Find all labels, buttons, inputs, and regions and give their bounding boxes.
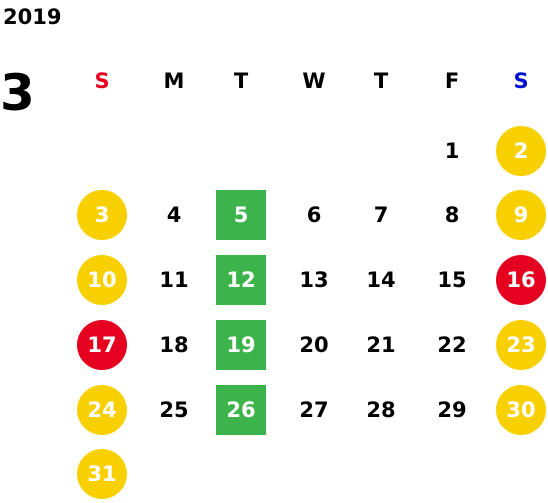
day-cell-1[interactable]: 1 [444, 139, 460, 163]
day-cell-28[interactable]: 28 [366, 398, 396, 422]
day-cell-11[interactable]: 11 [159, 268, 189, 292]
day-cell-30[interactable]: 30 [496, 385, 546, 435]
day-cell-17[interactable]: 17 [77, 320, 127, 370]
day-cell-29[interactable]: 29 [437, 398, 467, 422]
weekday-header-wed: W [302, 69, 326, 93]
day-cell-21[interactable]: 21 [366, 333, 396, 357]
day-cell-18[interactable]: 18 [159, 333, 189, 357]
weekday-header-sat: S [513, 69, 529, 93]
day-cell-15[interactable]: 15 [437, 268, 467, 292]
day-cell-6[interactable]: 6 [306, 203, 322, 227]
weekday-header-mon: M [163, 69, 185, 93]
day-cell-23[interactable]: 23 [496, 320, 546, 370]
day-cell-27[interactable]: 27 [299, 398, 329, 422]
weekday-header-fri: F [444, 69, 460, 93]
day-cell-31[interactable]: 31 [77, 449, 127, 499]
day-cell-19[interactable]: 19 [216, 320, 266, 370]
weekday-header-tue: T [233, 69, 249, 93]
day-cell-10[interactable]: 10 [77, 255, 127, 305]
day-cell-26[interactable]: 26 [216, 385, 266, 435]
day-cell-24[interactable]: 24 [77, 385, 127, 435]
day-cell-4[interactable]: 4 [166, 203, 182, 227]
day-cell-14[interactable]: 14 [366, 268, 396, 292]
day-cell-8[interactable]: 8 [444, 203, 460, 227]
weekday-header-sun: S [94, 69, 110, 93]
day-cell-2[interactable]: 2 [496, 126, 546, 176]
weekday-header-thu: T [373, 69, 389, 93]
month-label: 3 [0, 64, 35, 122]
day-cell-3[interactable]: 3 [77, 190, 127, 240]
day-cell-7[interactable]: 7 [373, 203, 389, 227]
day-cell-13[interactable]: 13 [299, 268, 329, 292]
day-cell-20[interactable]: 20 [299, 333, 329, 357]
day-cell-9[interactable]: 9 [496, 190, 546, 240]
day-cell-16[interactable]: 16 [496, 255, 546, 305]
year-label: 2019 [3, 5, 62, 29]
day-cell-12[interactable]: 12 [216, 255, 266, 305]
day-cell-22[interactable]: 22 [437, 333, 467, 357]
day-cell-25[interactable]: 25 [159, 398, 189, 422]
day-cell-5[interactable]: 5 [216, 190, 266, 240]
